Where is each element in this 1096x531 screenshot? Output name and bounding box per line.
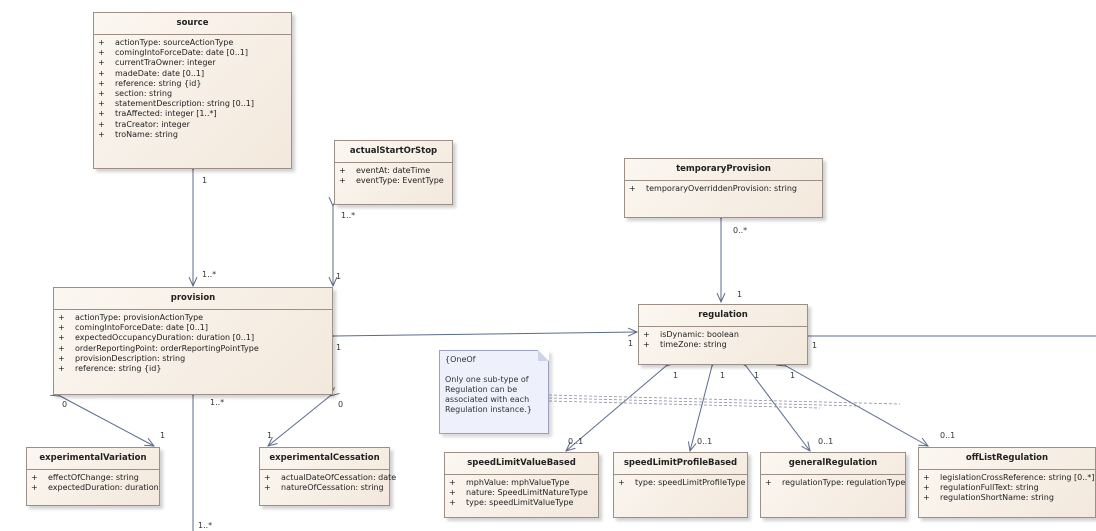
multiplicity-label: 0 — [62, 400, 68, 409]
class-title: temporaryProvision — [625, 159, 822, 181]
class-generalRegulation[interactable]: generalRegulation +regulationType: regul… — [760, 452, 906, 518]
attribute: +timeZone: string — [643, 340, 727, 350]
attribute: +reference: string {id} — [58, 363, 162, 373]
attribute: +comingIntoForceDate: date [0..1] — [58, 323, 209, 333]
multiplicity-label: 1 — [790, 371, 796, 380]
attribute: +mphValue: mphValueType — [449, 478, 570, 487]
multiplicity-label: 0..1 — [568, 437, 584, 446]
class-title: speedLimitValueBased — [445, 453, 598, 475]
class-speedLimitValueBased[interactable]: speedLimitValueBased +mphValue: mphValue… — [444, 452, 599, 518]
note-link-2 — [548, 397, 861, 407]
attribute: +orderReportingPoint: orderReportingPoin… — [58, 343, 259, 353]
attribute: +type: speedLimitProfileType — [618, 478, 746, 487]
attribute: +madeDate: date [0..1] — [98, 68, 205, 78]
attribute: +comingIntoForceDate: date [0..1] — [98, 48, 249, 58]
note-title: {OneOf — [445, 355, 476, 364]
attribute: +traCreator: integer — [98, 119, 190, 129]
note-body: Only one sub-type of Regulation can be a… — [445, 375, 532, 414]
multiplicity-label: 1 — [628, 339, 634, 348]
attribute: +actionType: provisionActionType — [58, 313, 204, 322]
multiplicity-label: 1 — [336, 343, 342, 352]
attribute: +regulationType: regulationType — [765, 478, 906, 487]
class-title: offListRegulation — [919, 448, 1095, 470]
class-title: experimentalCessation — [260, 448, 389, 470]
class-regulation[interactable]: regulation +isDynamic: boolean +timeZone… — [638, 304, 808, 365]
expcess-provision-association — [268, 396, 330, 446]
attribute: +natureOfCessation: string — [264, 483, 384, 493]
attribute: +expectedOccupancyDuration: duration [0.… — [58, 333, 255, 343]
attribute: +statementDescription: string [0..1] — [98, 99, 255, 109]
class-speedLimitProfileBased[interactable]: speedLimitProfileBased +type: speedLimit… — [613, 452, 748, 518]
multiplicity-label: 0..1 — [818, 437, 834, 446]
provision-regulation-association — [334, 332, 637, 336]
attribute: +actionType: sourceActionType — [98, 38, 234, 47]
multiplicity-label: 1 — [812, 341, 818, 350]
attribute: +troName: string — [98, 129, 178, 139]
multiplicity-label: 1 — [754, 371, 760, 380]
class-experimentalVariation[interactable]: experimentalVariation +effectOfChange: s… — [26, 447, 160, 506]
note-link-1 — [548, 394, 901, 405]
attribute: +effectOfChange: string — [31, 473, 139, 482]
attribute: +currentTraOwner: integer — [98, 58, 216, 68]
oneof-constraint-note[interactable]: {OneOf Only one sub-type of Regulation c… — [439, 350, 549, 434]
attribute: +traAffected: integer [1..*] — [98, 109, 217, 119]
multiplicity-label: 1 — [160, 431, 166, 440]
multiplicity-label: 1..* — [198, 521, 213, 530]
class-title: provision — [54, 288, 332, 310]
class-offListRegulation[interactable]: offListRegulation +legislationCrossRefer… — [918, 447, 1096, 518]
attribute: +temporaryOverriddenProvision: string — [629, 184, 798, 193]
attribute: +provisionDescription: string — [58, 353, 186, 363]
attribute: +eventType: EventType — [339, 176, 444, 186]
regulation-slv-association — [566, 366, 666, 451]
attribute: +nature: SpeedLimitNatureType — [449, 488, 588, 498]
multiplicity-label: 1 — [336, 272, 342, 281]
multiplicity-label: 0..* — [733, 226, 748, 235]
class-temporaryProvision[interactable]: temporaryProvision +temporaryOverriddenP… — [624, 158, 823, 218]
attribute: +section: string — [98, 88, 173, 98]
multiplicity-label: 0..1 — [940, 431, 956, 440]
multiplicity-label: 1 — [720, 371, 726, 380]
class-actualStartOrStop[interactable]: actualStartOrStop +eventAt: dateTime +ev… — [334, 140, 453, 205]
note-fold-corner — [538, 350, 549, 361]
multiplicity-label: 1 — [737, 290, 743, 299]
multiplicity-label: 1..* — [202, 270, 217, 279]
attribute: +actualDateOfCessation: date — [264, 473, 397, 482]
note-link-3 — [548, 400, 821, 409]
class-provision[interactable]: provision +actionType: provisionActionTy… — [53, 287, 333, 395]
attribute: +legislationCrossReference: string [0..*… — [923, 473, 1095, 482]
multiplicity-label: 0..1 — [697, 437, 713, 446]
attribute: +isDynamic: boolean — [643, 330, 739, 339]
multiplicity-label: 1..* — [210, 398, 225, 407]
class-source[interactable]: source +actionType: sourceActionType +co… — [93, 12, 292, 169]
class-title: regulation — [639, 305, 807, 327]
attribute: +regulationFullText: string — [923, 483, 1039, 493]
class-title: generalRegulation — [761, 453, 905, 475]
regulation-slp-association — [690, 366, 712, 451]
multiplicity-label: 1 — [202, 176, 208, 185]
regulation-off-association — [786, 366, 928, 446]
class-title: experimentalVariation — [27, 448, 159, 470]
class-title: source — [94, 13, 291, 35]
multiplicity-label: 0 — [338, 400, 344, 409]
class-title: speedLimitProfileBased — [614, 453, 747, 475]
expvar-provision-association — [60, 396, 154, 446]
multiplicity-label: 1 — [267, 431, 273, 440]
multiplicity-label: 1..* — [341, 211, 356, 220]
attribute: +reference: string {id} — [98, 78, 202, 88]
attribute: +type: speedLimitValueType — [449, 498, 574, 508]
attribute: +regulationShortName: string — [923, 493, 1054, 503]
class-experimentalCessation[interactable]: experimentalCessation +actualDateOfCessa… — [259, 447, 397, 506]
attribute: +eventAt: dateTime — [339, 166, 431, 175]
class-title: actualStartOrStop — [335, 141, 452, 163]
attribute: +expectedDuration: duration — [31, 483, 159, 493]
multiplicity-label: 1 — [673, 371, 679, 380]
